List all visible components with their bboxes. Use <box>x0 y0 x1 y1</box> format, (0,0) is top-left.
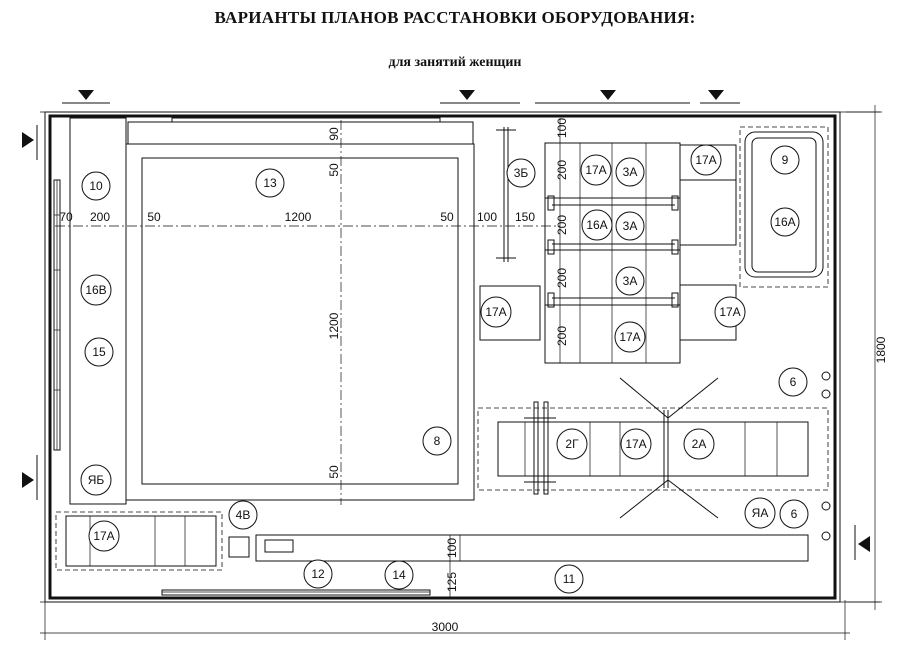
label-3a-1: 3А <box>623 165 638 179</box>
label-17a-bottom: 17А <box>619 330 640 344</box>
label-16v: 16В <box>85 283 106 297</box>
main-title: ВАРИАНТЫ ПЛАНОВ РАССТАНОВКИ ОБОРУДОВАНИЯ… <box>214 8 696 27</box>
box-4v <box>228 536 250 558</box>
label-13: 13 <box>263 176 277 190</box>
label-2g: 2Г <box>565 437 579 451</box>
label-3a-2: 3А <box>623 219 638 233</box>
label-11: 11 <box>563 572 576 586</box>
bar-14 <box>161 589 431 596</box>
room-walls <box>40 111 880 603</box>
mirror-13 <box>127 117 474 145</box>
label-14: 14 <box>392 568 406 582</box>
dim-200-h: 200 <box>90 210 110 224</box>
dim-150: 150 <box>515 210 535 224</box>
dim-90: 90 <box>327 127 341 141</box>
dim-50-b: 50 <box>440 210 454 224</box>
dim-200-v3: 200 <box>555 268 569 288</box>
label-6-top: 6 <box>790 375 797 389</box>
dim-200-v1: 200 <box>555 160 569 180</box>
label-9: 9 <box>782 153 789 167</box>
bar-3b <box>496 127 516 262</box>
equipment-block-center <box>544 142 737 364</box>
label-6-bottom: 6 <box>791 507 798 521</box>
label-8: 8 <box>434 434 441 448</box>
dim-70: 70 <box>59 210 73 224</box>
equipment-block-bottom-left <box>55 511 223 571</box>
dim-1200-h: 1200 <box>285 210 312 224</box>
label-17a-left: 17А <box>485 305 506 319</box>
label-17a-1: 17А <box>585 163 606 177</box>
label-17a-2: 17А <box>695 153 716 167</box>
label-4v: 4В <box>236 508 251 522</box>
label-10: 10 <box>89 179 103 193</box>
dim-50-a: 50 <box>147 210 161 224</box>
dim-125: 125 <box>445 572 459 592</box>
dim-200-v2: 200 <box>555 215 569 235</box>
dim-100-v: 100 <box>555 118 569 138</box>
dimension-lines <box>40 105 882 640</box>
dim-200-v4: 200 <box>555 326 569 346</box>
dim-100-a: 100 <box>477 210 497 224</box>
label-17a-mid: 17А <box>625 437 646 451</box>
dim-100-b: 100 <box>445 538 459 558</box>
dim-1200-v: 1200 <box>327 312 341 339</box>
floor-area-8 <box>55 120 560 505</box>
fixtures-6 <box>821 371 831 541</box>
label-3a-3: 3А <box>623 274 638 288</box>
label-ya: ЯА <box>752 506 769 520</box>
entrance-markers <box>22 90 870 560</box>
dim-50-v1: 50 <box>327 163 341 177</box>
mat-17a-left <box>479 285 541 341</box>
cabinet-9 <box>739 126 829 288</box>
label-2a: 2А <box>692 437 707 451</box>
label-16a-2: 16А <box>586 218 607 232</box>
label-17a-right: 17А <box>719 305 740 319</box>
label-circles <box>80 144 809 594</box>
label-17a-bottom-left: 17А <box>93 529 114 543</box>
label-12: 12 <box>311 567 325 581</box>
dim-50-v2: 50 <box>327 465 341 479</box>
label-yb: ЯБ <box>88 473 105 487</box>
label-16a-cabinet: 16А <box>774 215 795 229</box>
dim-3000: 3000 <box>432 620 459 634</box>
subtitle: для занятий женщин <box>388 55 522 70</box>
dim-1800: 1800 <box>874 336 888 363</box>
equipment-block-lower <box>477 377 829 519</box>
bench-11-12 <box>255 534 809 562</box>
wall-bars-left <box>53 179 61 451</box>
label-3b: 3Б <box>514 166 529 180</box>
label-15: 15 <box>92 345 106 359</box>
